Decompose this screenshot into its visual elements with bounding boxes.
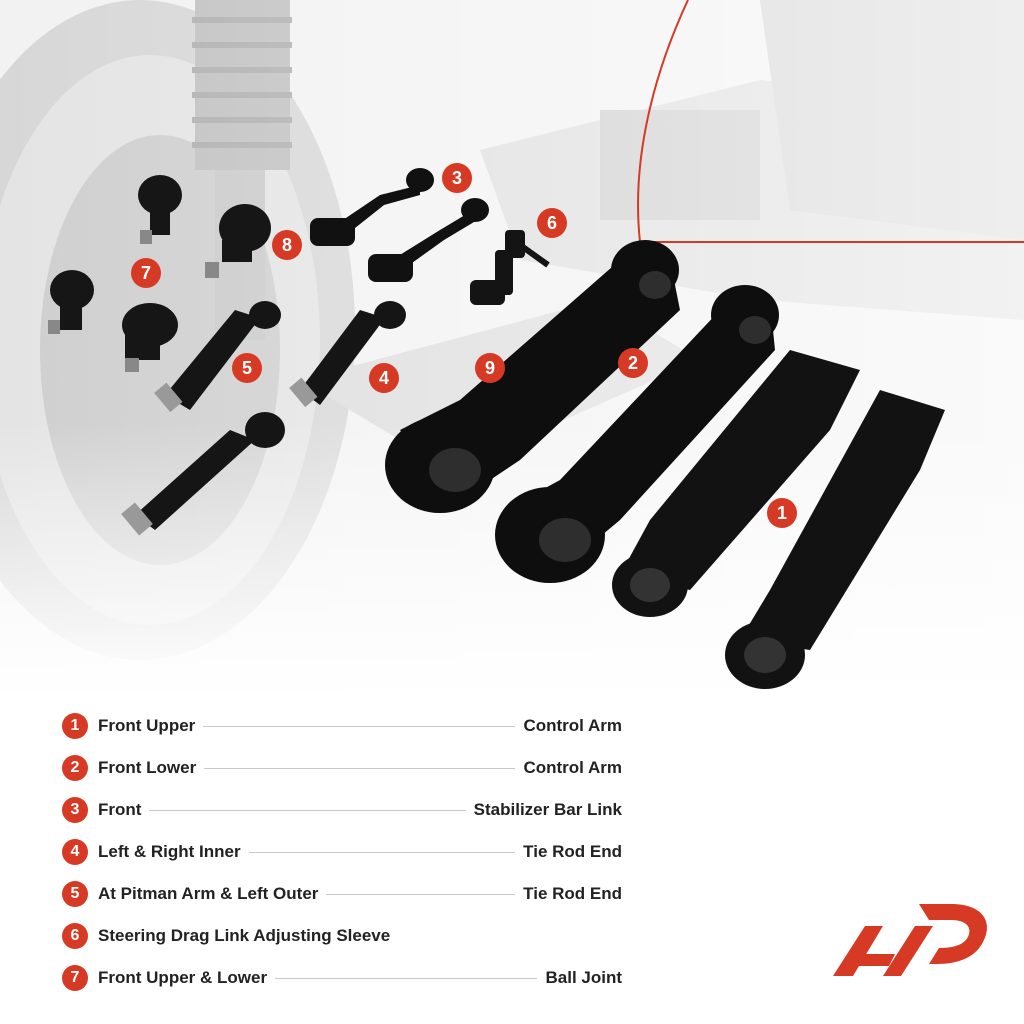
legend-row: 6 Steering Drag Link Adjusting Sleeve: [62, 915, 622, 957]
control-arm-lower-b: [495, 285, 779, 583]
legend-number: 7: [62, 965, 88, 991]
legend-right-label: Ball Joint: [545, 968, 622, 987]
parts-legend: 1 Front Upper Control Arm 2 Front Lower …: [62, 705, 622, 999]
callout-3: 3: [442, 163, 472, 193]
legend-left-label: Front Lower: [98, 758, 197, 777]
legend-number: 6: [62, 923, 88, 949]
legend-row: 3 Front Stabilizer Bar Link: [62, 789, 622, 831]
legend-number: 2: [62, 755, 88, 781]
legend-row: 5 At Pitman Arm & Left Outer Tie Rod End: [62, 873, 622, 915]
callout-4: 4: [369, 363, 399, 393]
legend-right-label: Tie Rod End: [523, 884, 622, 903]
control-arm-upper-a: [612, 350, 860, 617]
legend-right-label: Control Arm: [523, 758, 622, 777]
control-arm-upper-b: [725, 390, 945, 689]
legend-number: 1: [62, 713, 88, 739]
legend-number: 4: [62, 839, 88, 865]
legend-left-label: Left & Right Inner: [98, 842, 241, 861]
callout-6: 6: [537, 208, 567, 238]
brand-logo-icon: [833, 904, 993, 986]
legend-leader-line: [204, 767, 516, 769]
legend-right-label: Stabilizer Bar Link: [473, 800, 622, 819]
legend-row: 2 Front Lower Control Arm: [62, 747, 622, 789]
legend-leader-line: [203, 725, 516, 727]
legend-leader-line: [275, 977, 538, 979]
legend-row: 7 Front Upper & Lower Ball Joint: [62, 957, 622, 999]
legend-right-label: Control Arm: [523, 716, 622, 735]
tie-rod-ends: [121, 301, 406, 536]
callout-8: 8: [272, 230, 302, 260]
product-scene: 1 2 3 4 5 6 7 8 9: [0, 0, 1024, 700]
callout-9: 9: [475, 353, 505, 383]
legend-left-label: Front Upper: [98, 716, 196, 735]
callout-1: 1: [767, 498, 797, 528]
legend-leader-line: [326, 893, 516, 895]
scene-illustration: [0, 0, 1024, 700]
callout-2: 2: [618, 348, 648, 378]
legend-left-label: Steering Drag Link Adjusting Sleeve: [98, 926, 391, 945]
ball-joints: [48, 175, 271, 372]
drag-link-adjusting-sleeve: [470, 230, 550, 305]
callout-5: 5: [232, 353, 262, 383]
legend-right-label: Tie Rod End: [523, 842, 622, 861]
legend-left-label: Front: [98, 800, 142, 819]
legend-left-label: At Pitman Arm & Left Outer: [98, 884, 319, 903]
legend-number: 3: [62, 797, 88, 823]
callout-7: 7: [131, 258, 161, 288]
legend-leader-line: [248, 851, 516, 853]
legend-left-label: Front Upper & Lower: [98, 968, 268, 987]
legend-row: 1 Front Upper Control Arm: [62, 705, 622, 747]
legend-leader-line: [149, 809, 466, 811]
control-arm-lower-a: [385, 240, 680, 513]
legend-row: 4 Left & Right Inner Tie Rod End: [62, 831, 622, 873]
stabilizer-bar-links: [310, 168, 489, 282]
legend-number: 5: [62, 881, 88, 907]
